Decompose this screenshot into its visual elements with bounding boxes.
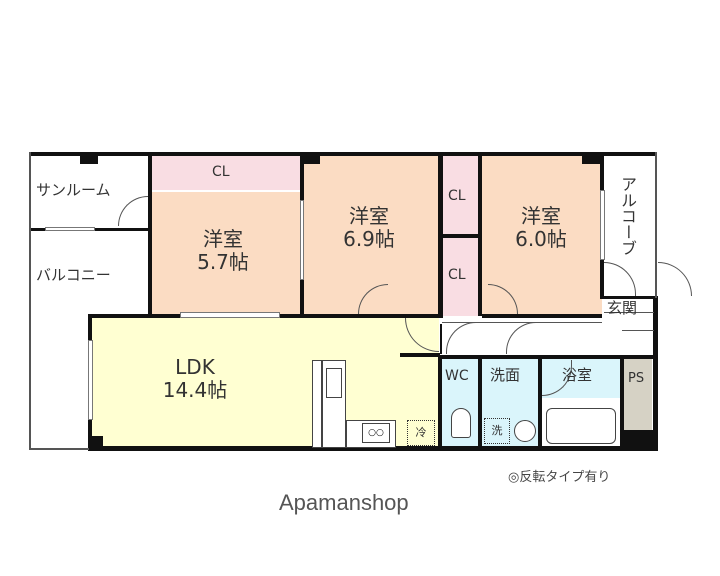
wall [29,152,657,156]
closet-top [148,156,300,190]
washroom-label: 洗面 [490,366,521,384]
corridor-line [442,322,602,323]
balcony-edge [29,448,89,450]
bathtub-icon [546,408,616,444]
balcony-label: バルコニー [36,266,111,284]
room-size: 14.4帖 [162,378,228,402]
wall [624,430,654,448]
sink-basin-icon [326,368,342,398]
balcony-edge [29,152,31,450]
wall [438,355,442,450]
closet-top-label: CL [212,164,230,180]
wall [653,296,658,451]
wall [80,152,98,164]
western-room-3-label: 洋室 6.0帖 [496,205,586,251]
alcove-edge [655,152,657,298]
wall [400,353,440,357]
sunroom-label: サンルーム [36,181,111,199]
wall [582,152,600,164]
ps [624,358,652,430]
entrance-step [622,330,654,331]
closet-lower-label: CL [448,267,466,283]
ps-label: PS [628,371,645,386]
bathroom-label: 浴室 [562,366,593,384]
door-swing[interactable] [604,262,636,296]
balcony-upper [31,230,148,316]
room-size: 5.7帖 [197,250,249,274]
entrance-line [604,312,654,313]
window [300,200,304,280]
western-room-2-label: 洋室 6.9帖 [324,205,414,251]
room-size: 6.0帖 [515,227,567,251]
entrance-door[interactable] [658,262,692,296]
closet-upper [442,156,478,236]
kitchen-counter [312,360,322,448]
window [180,312,280,318]
window [88,340,93,420]
wall [91,436,103,448]
wall [88,446,658,451]
room-name: 洋室 [203,227,243,251]
wall [438,152,443,316]
room-name: 洋室 [521,204,561,228]
stove-icon: ○○ [362,423,390,443]
fridge-space: 冷 [407,420,435,446]
wall [620,355,624,450]
washer-space: 洗 [484,418,510,444]
wc-label: WC [445,368,469,384]
closet-lower [442,238,478,316]
ldk-label: LDK 14.4帖 [150,356,240,402]
wall [482,314,602,318]
door-swing[interactable] [446,322,476,354]
closet-upper-label: CL [448,188,466,204]
window [600,190,605,260]
wall [538,355,542,450]
entrance-label: 玄関 [607,299,638,317]
wall [438,355,656,359]
wall [478,355,482,450]
room-name: 洋室 [349,204,389,228]
toilet-icon [451,408,471,438]
wash-basin-icon [514,420,536,442]
alcove-label: アルコーブ [618,176,637,256]
western-room-1-label: 洋室 5.7帖 [178,228,268,274]
western-room-1 [148,192,300,316]
wall [442,234,480,238]
wall [600,296,658,299]
door-swing[interactable] [506,322,538,354]
brand-logo: Apamanshop [279,490,409,515]
wall [478,152,482,316]
wall [440,324,442,354]
room-name: LDK [175,355,215,379]
wall [302,152,320,164]
window [45,227,95,231]
reversed-type-note: ◎反転タイプ有り [508,470,611,485]
room-size: 6.9帖 [343,227,395,251]
wall [148,152,152,316]
